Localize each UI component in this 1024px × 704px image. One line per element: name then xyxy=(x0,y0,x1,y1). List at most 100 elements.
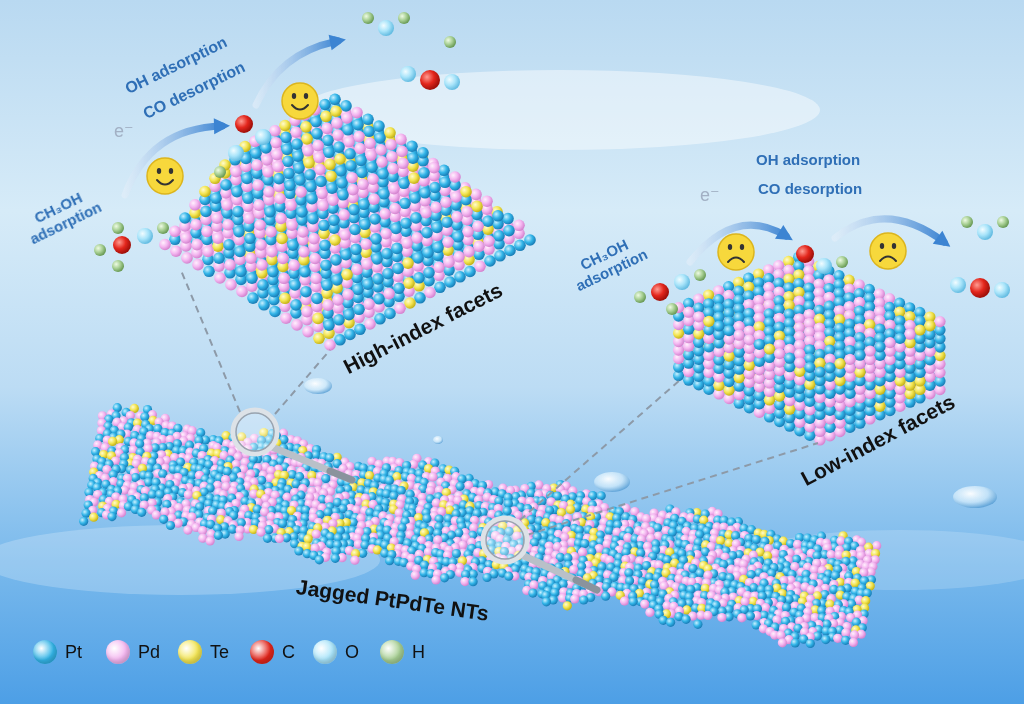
atom xyxy=(642,514,651,523)
atom xyxy=(528,589,537,598)
atom xyxy=(791,638,800,647)
atom xyxy=(827,550,836,559)
atom xyxy=(294,546,303,555)
atom xyxy=(716,536,725,545)
atom xyxy=(350,556,359,565)
atom xyxy=(426,486,435,495)
atom xyxy=(166,521,175,530)
atom xyxy=(181,252,193,264)
atom xyxy=(304,534,313,543)
atom xyxy=(275,534,284,543)
atom xyxy=(422,514,431,523)
atom xyxy=(107,512,116,521)
atom xyxy=(321,474,330,483)
atom xyxy=(578,548,587,557)
atom xyxy=(411,571,420,580)
atom xyxy=(703,571,712,580)
atom xyxy=(137,508,146,517)
atom xyxy=(666,618,675,627)
atom xyxy=(79,517,88,526)
atom xyxy=(645,608,654,617)
atom xyxy=(315,555,324,564)
atom xyxy=(740,597,749,606)
atom xyxy=(566,505,575,514)
atom xyxy=(331,554,340,563)
atom xyxy=(144,444,153,453)
atom xyxy=(117,508,126,517)
atom xyxy=(414,292,426,304)
atom xyxy=(806,639,815,648)
atom xyxy=(863,589,872,598)
atom xyxy=(778,638,787,647)
atom xyxy=(258,299,270,311)
atom xyxy=(455,482,464,491)
atom xyxy=(872,541,881,550)
atom xyxy=(597,491,606,500)
atom xyxy=(504,245,516,257)
atom xyxy=(159,239,171,251)
atom xyxy=(385,556,394,565)
atom xyxy=(444,276,456,288)
atom xyxy=(579,595,588,604)
atom xyxy=(620,597,629,606)
atom xyxy=(464,266,476,278)
atom xyxy=(570,594,579,603)
atom xyxy=(821,635,830,644)
atom xyxy=(504,572,513,581)
atom xyxy=(484,255,496,267)
atom xyxy=(214,272,226,284)
atom xyxy=(793,540,802,549)
atom xyxy=(629,597,638,606)
atom xyxy=(247,292,259,304)
atom xyxy=(452,549,461,558)
atom xyxy=(717,613,726,622)
atom xyxy=(385,476,394,485)
atom xyxy=(460,577,469,586)
atom xyxy=(494,250,506,262)
atom xyxy=(170,245,182,257)
atom xyxy=(312,530,321,539)
atom xyxy=(183,526,192,535)
atom xyxy=(257,476,266,485)
atom xyxy=(761,603,770,612)
atom xyxy=(483,573,492,582)
atom xyxy=(434,282,446,294)
atom xyxy=(527,488,536,497)
atom xyxy=(737,613,746,622)
atom xyxy=(108,437,117,446)
atom xyxy=(192,259,204,271)
atom xyxy=(184,490,193,499)
atom xyxy=(810,565,819,574)
atom xyxy=(365,471,374,480)
atom xyxy=(469,577,478,586)
atom xyxy=(404,297,416,309)
atom xyxy=(264,525,273,534)
atom xyxy=(278,519,287,528)
atom xyxy=(752,535,761,544)
atom xyxy=(782,603,791,612)
atom xyxy=(431,575,440,584)
atom xyxy=(640,600,649,609)
atom xyxy=(636,548,645,557)
atom xyxy=(841,636,850,645)
atom xyxy=(234,532,243,541)
atom xyxy=(424,287,436,299)
atom xyxy=(89,513,98,522)
atom xyxy=(263,534,272,543)
atom xyxy=(159,515,168,524)
atom xyxy=(325,453,334,462)
atom xyxy=(474,261,486,273)
atom xyxy=(454,271,466,283)
atom xyxy=(563,601,572,610)
atom xyxy=(534,480,543,489)
atom xyxy=(236,286,248,298)
atom xyxy=(833,634,842,643)
atom xyxy=(693,620,702,629)
atom xyxy=(397,486,406,495)
atom xyxy=(524,234,536,246)
atom xyxy=(214,531,223,540)
atom xyxy=(440,573,449,582)
atom xyxy=(605,526,614,535)
atom xyxy=(155,490,164,499)
atom xyxy=(849,638,858,647)
